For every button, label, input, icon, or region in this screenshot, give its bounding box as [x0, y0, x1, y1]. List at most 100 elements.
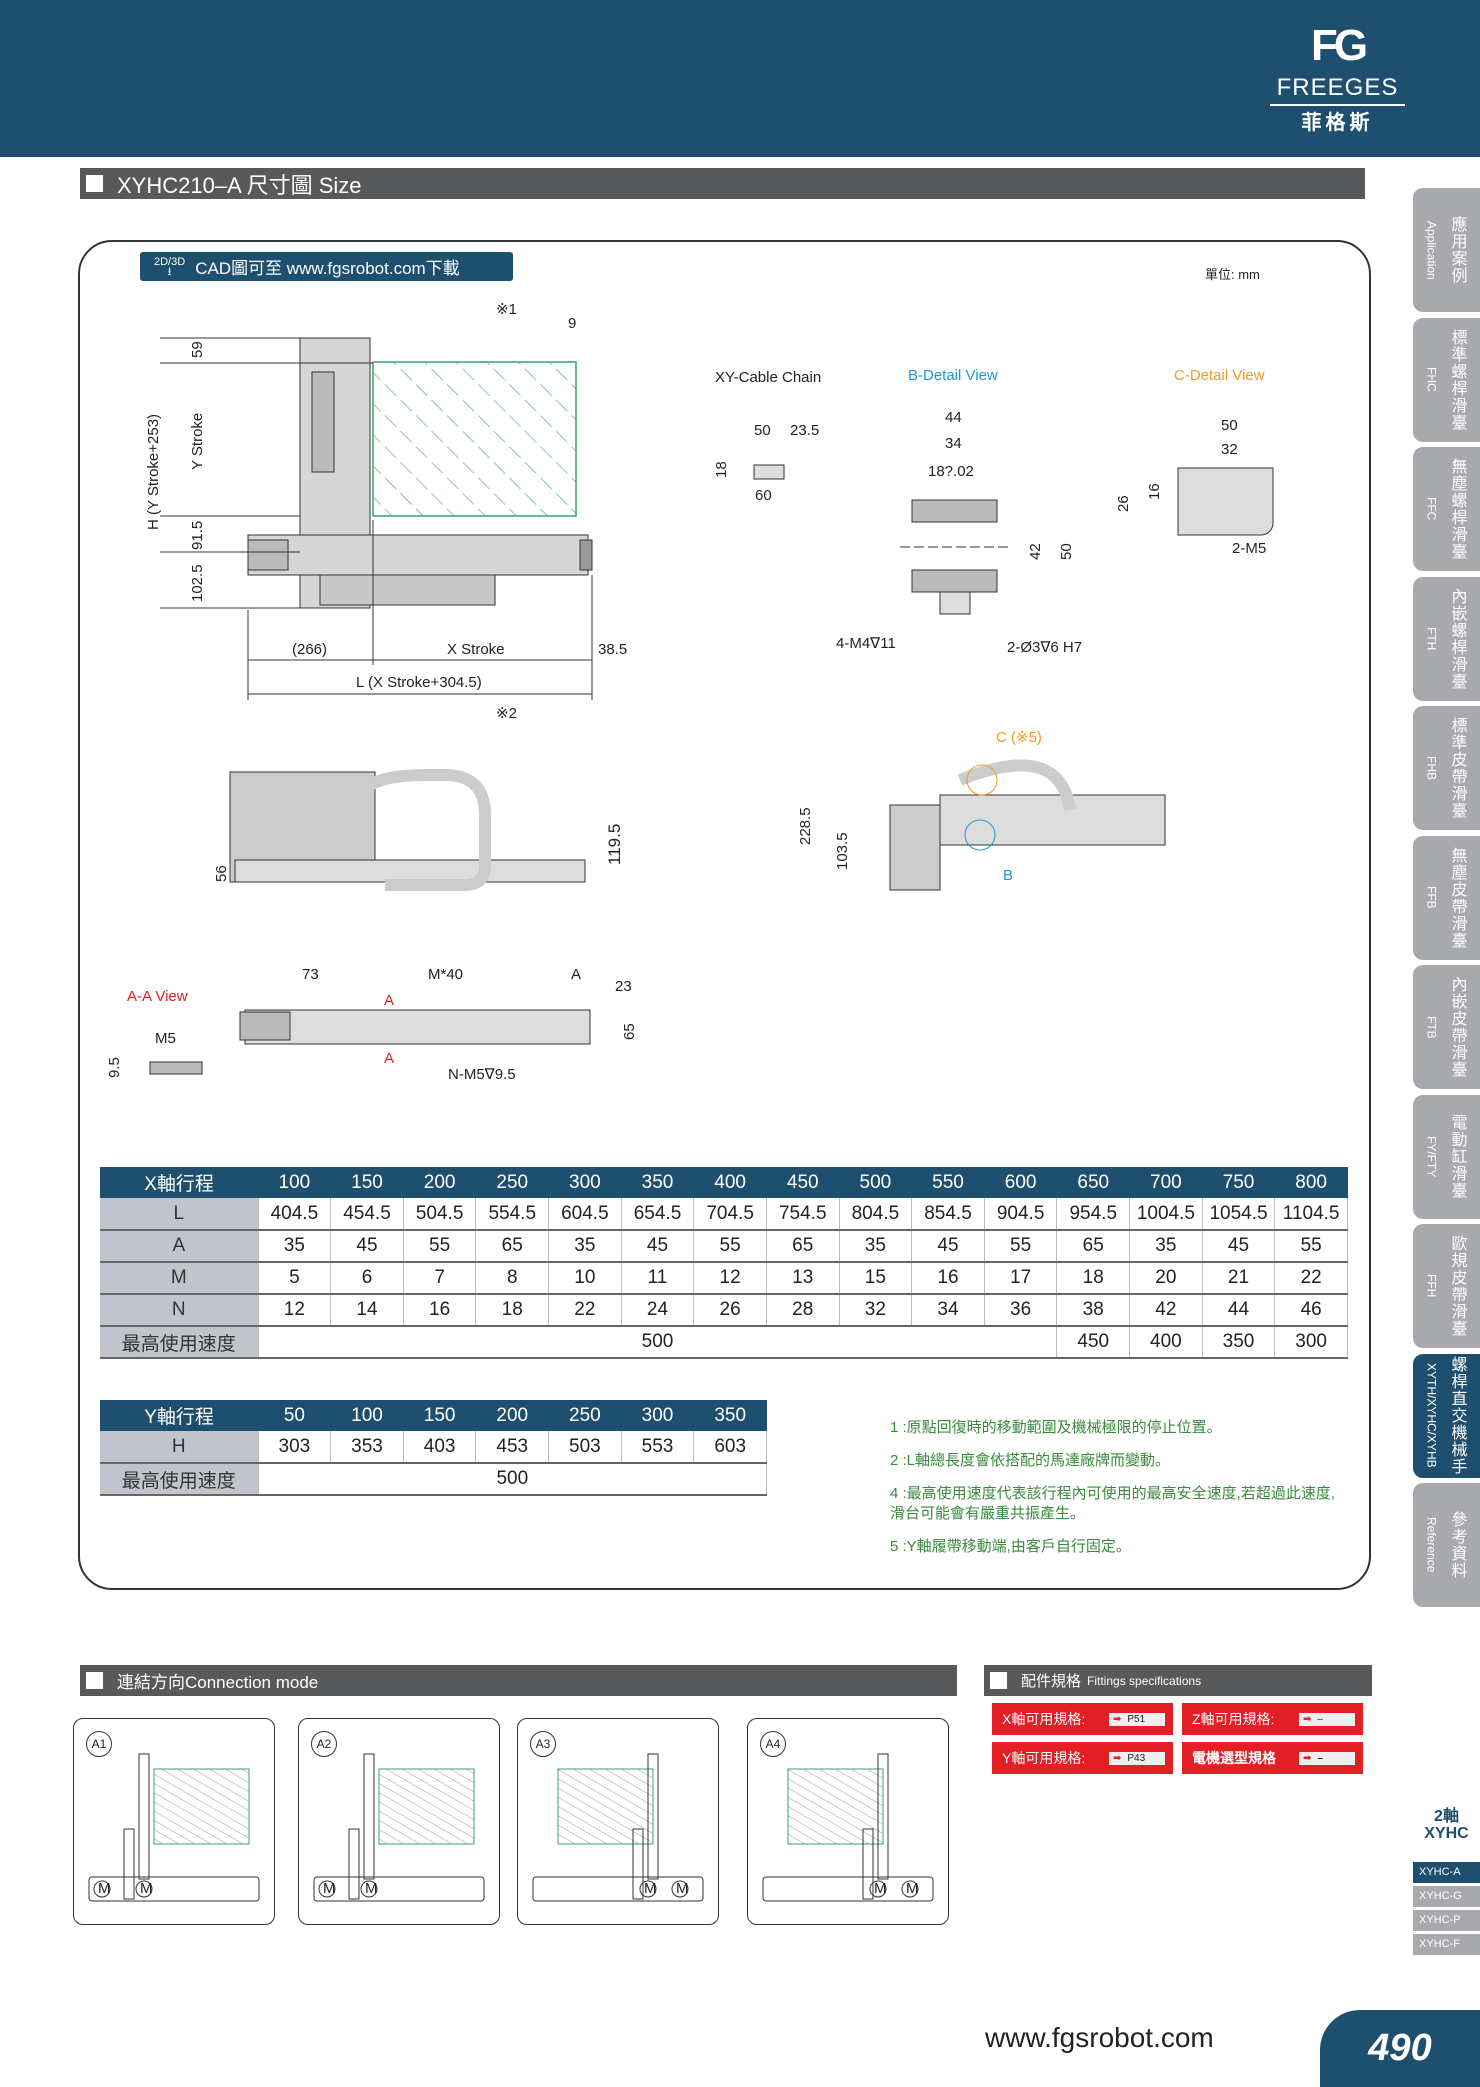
cad-download-link[interactable]: 2D/3D⭳CAD圖可至 www.fgsrobot.com下載	[140, 252, 513, 281]
table-cell: 1104.5	[1274, 1198, 1348, 1231]
row-label: 最高使用速度	[100, 1463, 259, 1496]
table-cell: 454.5	[330, 1198, 404, 1231]
table-cell: 10	[548, 1262, 622, 1295]
svg-text:32: 32	[1221, 441, 1238, 458]
title-text: XYHC210–A 尺寸圖 Size	[117, 172, 362, 198]
table-cell: 804.5	[839, 1198, 913, 1231]
tab-label-zh: 歐規皮帶滑臺	[1448, 1235, 1466, 1337]
svg-text:※1: ※1	[496, 301, 517, 318]
motor-icon: M	[676, 1880, 689, 1897]
fitting-x-axis[interactable]: X軸可用規格:➡P51	[992, 1703, 1173, 1735]
logo-mark: FG	[1310, 21, 1368, 70]
row-label: N	[100, 1294, 259, 1327]
table-cell: 18	[475, 1294, 550, 1327]
motor-icon: M	[98, 1880, 111, 1897]
table-cell: 18	[1056, 1262, 1131, 1295]
table-cell: 11	[621, 1262, 695, 1295]
table-cell: 28	[766, 1294, 840, 1327]
table-cell: 7	[403, 1262, 477, 1295]
table-cell: 32	[839, 1294, 913, 1327]
svg-text:9: 9	[568, 315, 576, 332]
stroke-header: 250	[475, 1167, 549, 1198]
svg-text:9.5: 9.5	[106, 1057, 123, 1078]
stroke-header: 350	[621, 1167, 694, 1198]
table-cell: 954.5	[1056, 1198, 1131, 1231]
note-2: 2 :L軸總長度會依搭配的馬達廠牌而變動。	[890, 1452, 1171, 1469]
table-cell: 17	[984, 1262, 1058, 1295]
connection-mode-header: 連結方向Connection mode	[80, 1665, 957, 1696]
tab-label-en: Reference	[1424, 1517, 1439, 1573]
axis-nav-xyhc-a[interactable]: XYHC-A	[1413, 1862, 1480, 1883]
svg-text:2-Ø3∇6 H7: 2-Ø3∇6 H7	[1007, 639, 1082, 656]
motor-icon: M	[874, 1880, 887, 1897]
page-number: 490	[1320, 2010, 1480, 2087]
table-cell: 65	[475, 1230, 550, 1263]
svg-text:23.5: 23.5	[790, 422, 819, 439]
tab-label-en: XYTH/XYHC/XYHB	[1424, 1363, 1439, 1468]
fitting-y-axis[interactable]: Y軸可用規格:➡P43	[992, 1742, 1173, 1774]
table-cell: 55	[984, 1230, 1058, 1263]
logo-zh: 菲格斯	[1301, 112, 1374, 134]
tab-label-zh: 電動缸滑臺	[1448, 1114, 1466, 1199]
table-cell: 45	[330, 1230, 404, 1263]
tab-label-en: FFB	[1424, 886, 1439, 909]
fitting-motor[interactable]: 電機選型規格➡–	[1182, 1742, 1363, 1774]
axis-nav-xyhc-g[interactable]: XYHC-G	[1413, 1886, 1480, 1907]
axis-nav-xyhc-f[interactable]: XYHC-F	[1413, 1934, 1480, 1955]
table-cell: 42	[1129, 1294, 1203, 1327]
freeges-logo: FG FREEGES 菲格斯	[1270, 18, 1405, 148]
table-cell: 553	[621, 1431, 695, 1464]
row-label: M	[100, 1262, 259, 1295]
table-cell: 12	[693, 1262, 767, 1295]
stroke-header: 100	[258, 1167, 331, 1198]
table-cell: 55	[693, 1230, 767, 1263]
tab-label-en: FFC	[1424, 497, 1439, 521]
side-tab-ftb[interactable]: 內嵌皮帶滑臺 FTB	[1413, 965, 1480, 1089]
tab-label-zh: 內嵌皮帶滑臺	[1448, 976, 1466, 1078]
tab-label-en: FTB	[1424, 1015, 1439, 1039]
svg-text:18: 18	[713, 461, 730, 478]
stroke-header: 300	[621, 1400, 694, 1431]
svg-text:A: A	[571, 966, 581, 983]
table-cell: 400	[1129, 1326, 1203, 1359]
fitting-z-axis[interactable]: Z軸可用規格:➡–	[1182, 1703, 1363, 1735]
svg-text:(266): (266)	[292, 641, 327, 658]
axis-nav-xyhc-p[interactable]: XYHC-P	[1413, 1910, 1480, 1931]
svg-text:M*40: M*40	[428, 966, 463, 983]
stroke-header: 200	[475, 1400, 549, 1431]
table-cell: 24	[621, 1294, 695, 1327]
page-title: XYHC210–A 尺寸圖 Size	[80, 168, 1365, 199]
stroke-header: 700	[1129, 1167, 1203, 1198]
table-cell: 35	[548, 1230, 622, 1263]
row-label: L	[100, 1198, 259, 1231]
svg-text:A: A	[384, 1050, 394, 1067]
svg-text:34: 34	[945, 435, 962, 452]
svg-text:42: 42	[1027, 543, 1044, 560]
table-cell: 12	[258, 1294, 332, 1327]
website-url[interactable]: www.fgsrobot.com	[985, 2022, 1214, 2053]
tab-label-zh: 參考資料	[1448, 1511, 1466, 1579]
svg-text:2-M5: 2-M5	[1232, 540, 1266, 557]
stroke-header: 650	[1056, 1167, 1130, 1198]
side-tab-reference[interactable]: 參考資料 Reference	[1413, 1483, 1480, 1607]
svg-text:M5: M5	[155, 1030, 176, 1047]
